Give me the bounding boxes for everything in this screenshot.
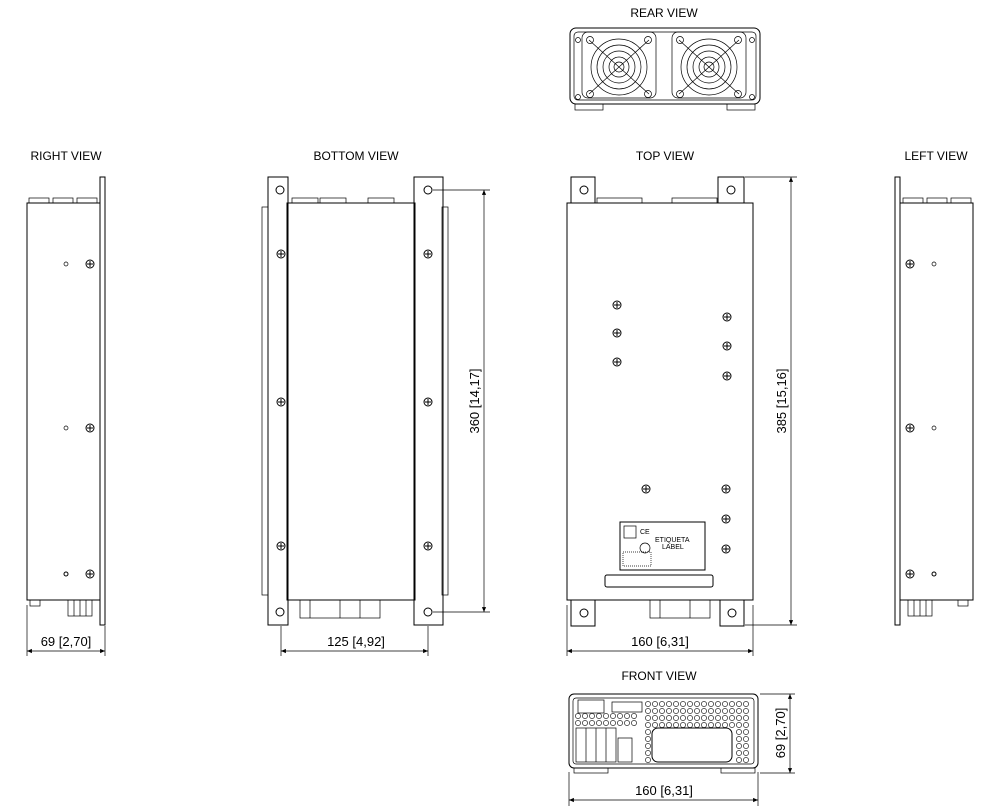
bottom-view-height-dimension: 360 [14,17]	[467, 368, 482, 433]
front-view: FRONT VIEW 160 [6,31] 69 [2,70]	[568, 669, 795, 806]
front-view-body	[568, 693, 759, 769]
front-cover-plate	[651, 727, 733, 763]
top-view-width-dimension: 160 [6,31]	[631, 634, 689, 649]
bottom-view-rail-right	[413, 176, 444, 626]
left-view-title: LEFT VIEW	[904, 149, 968, 163]
label-line-2: LABEL	[662, 544, 684, 551]
left-view: LEFT VIEW	[894, 149, 974, 626]
product-label: CE ETIQUETA LABEL	[619, 521, 706, 571]
top-view-height-dimension: 385 [15,16]	[774, 368, 789, 433]
front-view-title: FRONT VIEW	[621, 669, 697, 683]
right-view: RIGHT VIEW 69 [2,70]	[26, 149, 106, 656]
top-view: TOP VIEW CE ETIQUETA LABEL 160 [6,31]	[566, 149, 797, 656]
label-line-1: ETIQUETA	[655, 537, 690, 544]
terminal-block	[575, 727, 633, 763]
rear-fan-left	[581, 31, 657, 99]
rear-fan-right	[671, 31, 747, 99]
right-view-body	[26, 202, 101, 601]
ventilation-holes	[575, 701, 749, 763]
left-view-body	[899, 202, 974, 601]
rear-view-body	[569, 27, 761, 105]
bottom-view-width-dimension: 125 [4,92]	[327, 634, 385, 649]
bottom-view-title: BOTTOM VIEW	[313, 149, 399, 163]
right-view-width-dimension: 69 [2,70]	[41, 634, 92, 649]
front-view-width-dimension: 160 [6,31]	[635, 783, 693, 798]
bottom-view: BOTTOM VIEW 125 [4,92] 360 [14,17]	[261, 149, 490, 656]
front-view-height-dimension: 69 [2,70]	[773, 708, 788, 759]
rear-view: REAR VIEW	[569, 6, 761, 111]
right-view-title: RIGHT VIEW	[30, 149, 102, 163]
top-view-title: TOP VIEW	[636, 149, 695, 163]
bottom-view-rail-left	[267, 176, 289, 626]
svg-text:CE: CE	[640, 529, 650, 536]
bottom-view-body	[286, 202, 416, 601]
rear-view-title: REAR VIEW	[630, 6, 698, 20]
